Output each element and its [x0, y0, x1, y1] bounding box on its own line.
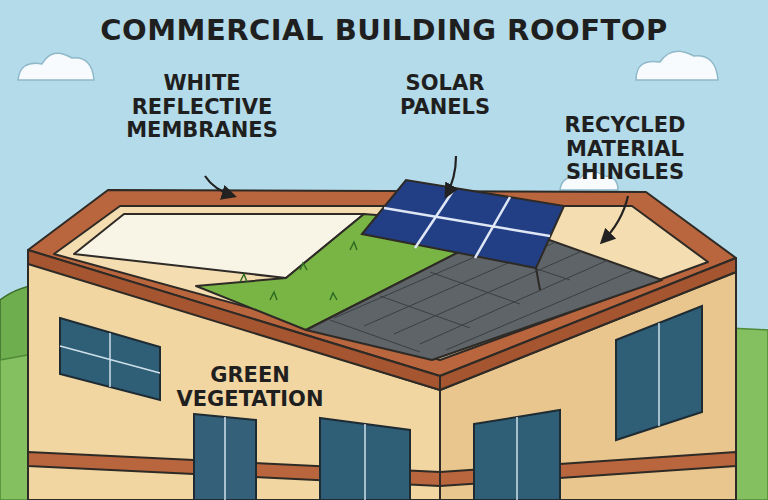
title: COMMERCIAL BUILDING ROOFTOP: [0, 14, 768, 46]
callout-label: GREEN VEGETATION: [170, 364, 330, 411]
leader-lines: [205, 156, 628, 242]
callout-label: SOLAR PANELS: [380, 72, 510, 119]
solar-panel: [362, 180, 564, 268]
callout-label: WHITE REFLECTIVE MEMBRANES: [112, 72, 292, 143]
windows: [60, 306, 702, 500]
leader-line: [446, 156, 456, 196]
mullion: [60, 323, 659, 500]
callout-label: RECYCLED MATERIAL SHINGLES: [540, 114, 710, 185]
panel-leg: [536, 268, 540, 290]
panel-grid: [384, 188, 550, 258]
leader-line: [205, 176, 234, 196]
clouds: [18, 51, 718, 190]
solar-array: [362, 180, 564, 290]
leader-line: [602, 196, 628, 242]
cloud: [18, 53, 94, 80]
cloud: [636, 51, 718, 80]
window-mullions: [60, 323, 659, 500]
